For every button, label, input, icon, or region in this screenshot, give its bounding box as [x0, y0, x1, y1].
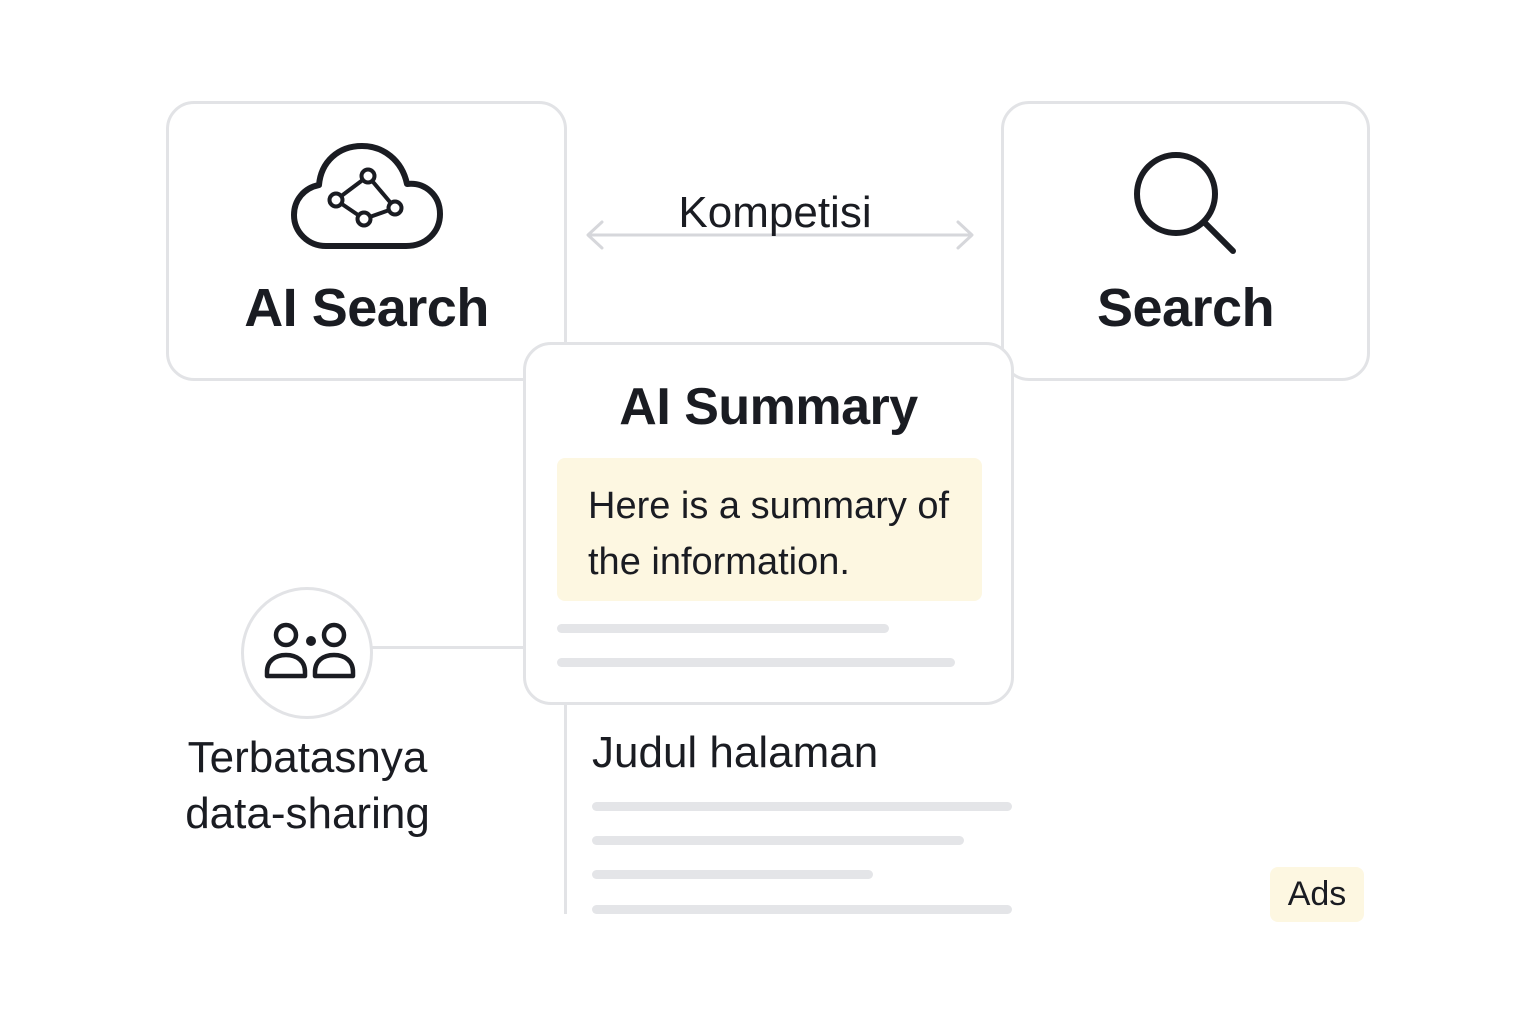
result-placeholder-line [592, 836, 964, 845]
ai-search-title: AI Search [244, 278, 489, 338]
results-divider [564, 700, 567, 914]
search-title: Search [1096, 278, 1275, 338]
summary-highlight: Here is a summary of the information. [557, 458, 982, 601]
data-sharing-node [241, 587, 373, 719]
result-placeholder-line [592, 870, 873, 879]
search-card: Search [1001, 101, 1370, 381]
data-sharing-connector [372, 646, 524, 649]
ai-summary-card: AI Summary Here is a summary of the info… [523, 342, 1014, 705]
summary-placeholder-line [557, 624, 889, 633]
double-arrow-icon [586, 220, 974, 250]
cloud-network-icon [291, 143, 443, 249]
ai-summary-title: AI Summary [619, 378, 918, 436]
result-placeholder-line [592, 802, 1012, 811]
data-sharing-label: Terbatasnya data-sharing [185, 733, 430, 838]
result-placeholder-line [592, 905, 1012, 914]
result-page-title: Judul halaman [592, 728, 879, 777]
summary-placeholder-line [557, 658, 955, 667]
ai-search-card: AI Search [166, 101, 567, 381]
ads-badge: Ads [1270, 867, 1364, 922]
search-icon [1134, 152, 1236, 254]
competition-label: Kompetisi [678, 188, 872, 237]
people-icon [264, 622, 356, 679]
